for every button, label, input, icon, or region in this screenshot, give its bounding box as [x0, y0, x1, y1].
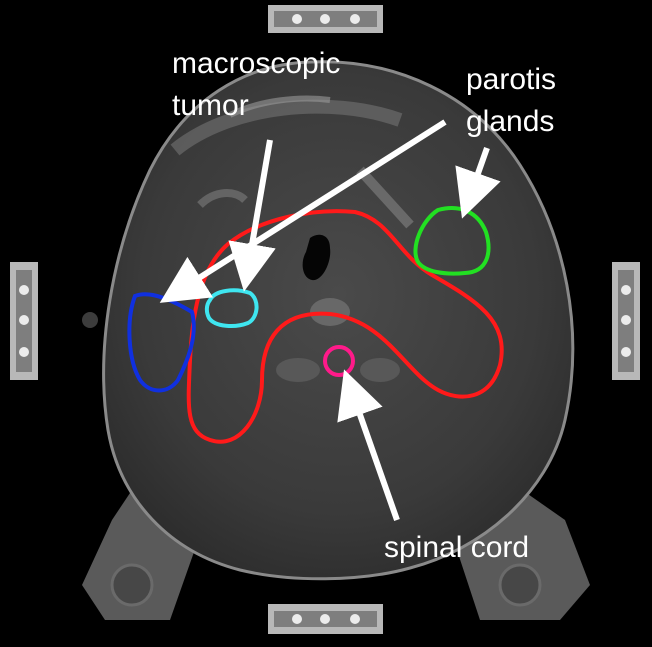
airway — [302, 234, 331, 281]
affected-region-contour — [127, 292, 196, 393]
label-spinal-cord: spinal cord — [384, 531, 530, 564]
label-glands: glands — [466, 105, 555, 138]
label-tumor: tumor — [172, 89, 249, 122]
spinal-cord-arrow — [337, 369, 400, 521]
label-macroscopic: macroscopic — [172, 47, 341, 80]
tumor-long-arrow — [159, 119, 447, 303]
parotis-arrow — [455, 146, 501, 219]
target-volume-contour — [186, 209, 504, 444]
annotation-arrows — [159, 119, 501, 521]
label-parotis: parotis — [466, 63, 557, 96]
